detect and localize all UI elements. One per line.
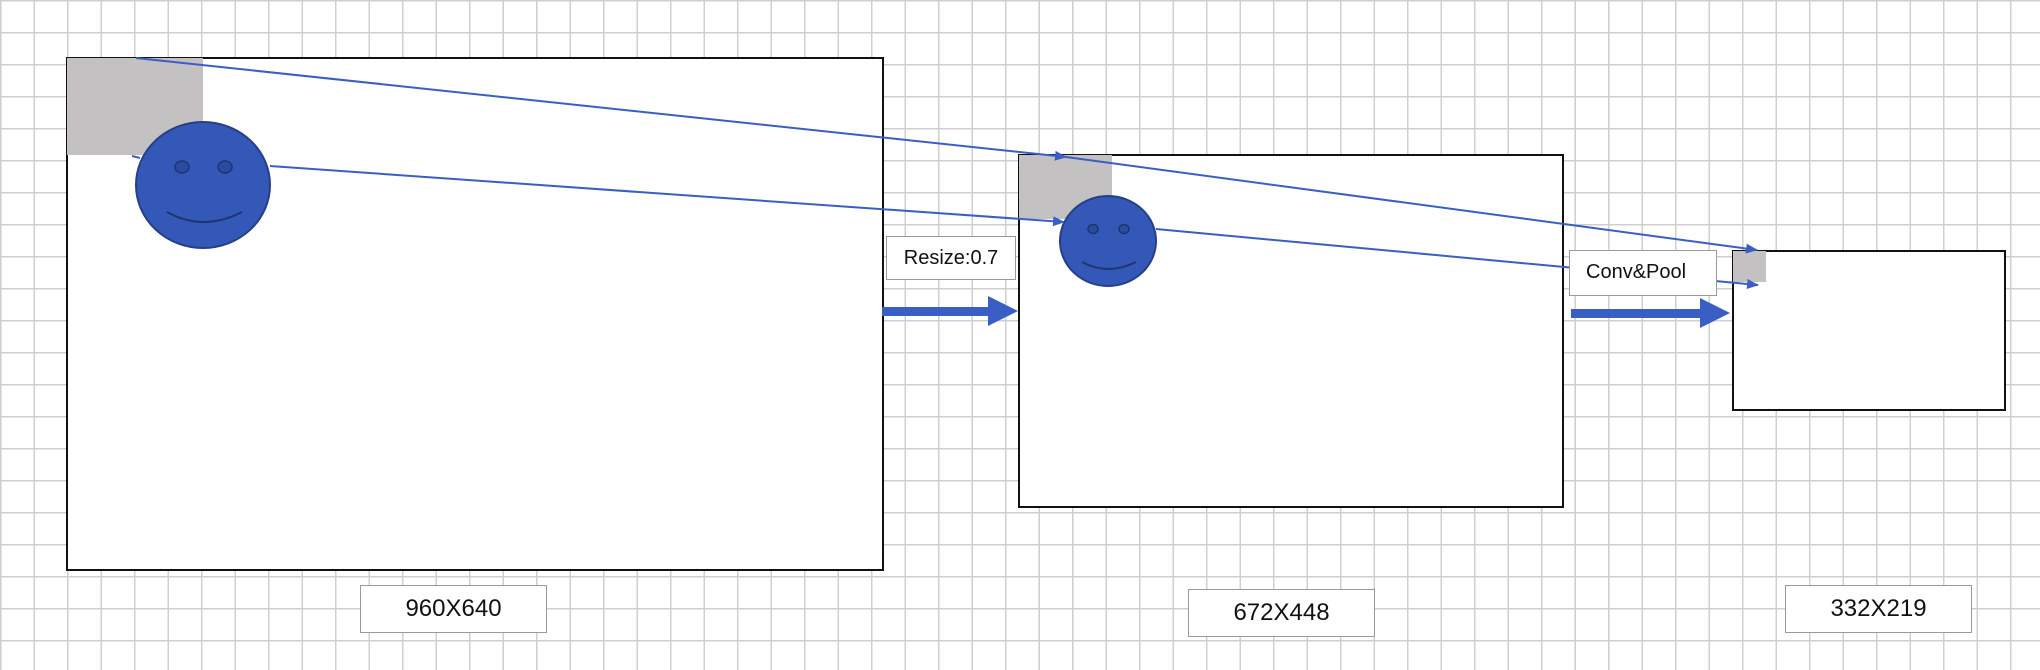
smiley-face-icon-stage-2 [1059, 195, 1157, 287]
projection-line-face-edge-stage-1 [131, 155, 141, 159]
stage-1-size-label: 960X640 [360, 585, 547, 633]
conv-pool-operation-label: Conv&Pool [1569, 250, 1717, 296]
gray-region-stage-3 [1733, 251, 1766, 282]
stage-2-size-label: 672X448 [1188, 589, 1375, 637]
image-frame-332x219 [1732, 250, 2006, 411]
transition-arrow-resize [882, 296, 1018, 326]
projection-line-region-2-to-3 [1065, 156, 1758, 254]
resize-operation-label: Resize:0.7 [886, 236, 1016, 280]
projection-line-region-1-to-2 [135, 57, 1067, 161]
stage-3-size-label: 332X219 [1785, 585, 1972, 633]
transition-arrow-conv-pool [1571, 298, 1730, 328]
projection-line-face-1-to-2 [269, 165, 1065, 227]
smiley-face-icon-stage-1 [135, 121, 271, 249]
